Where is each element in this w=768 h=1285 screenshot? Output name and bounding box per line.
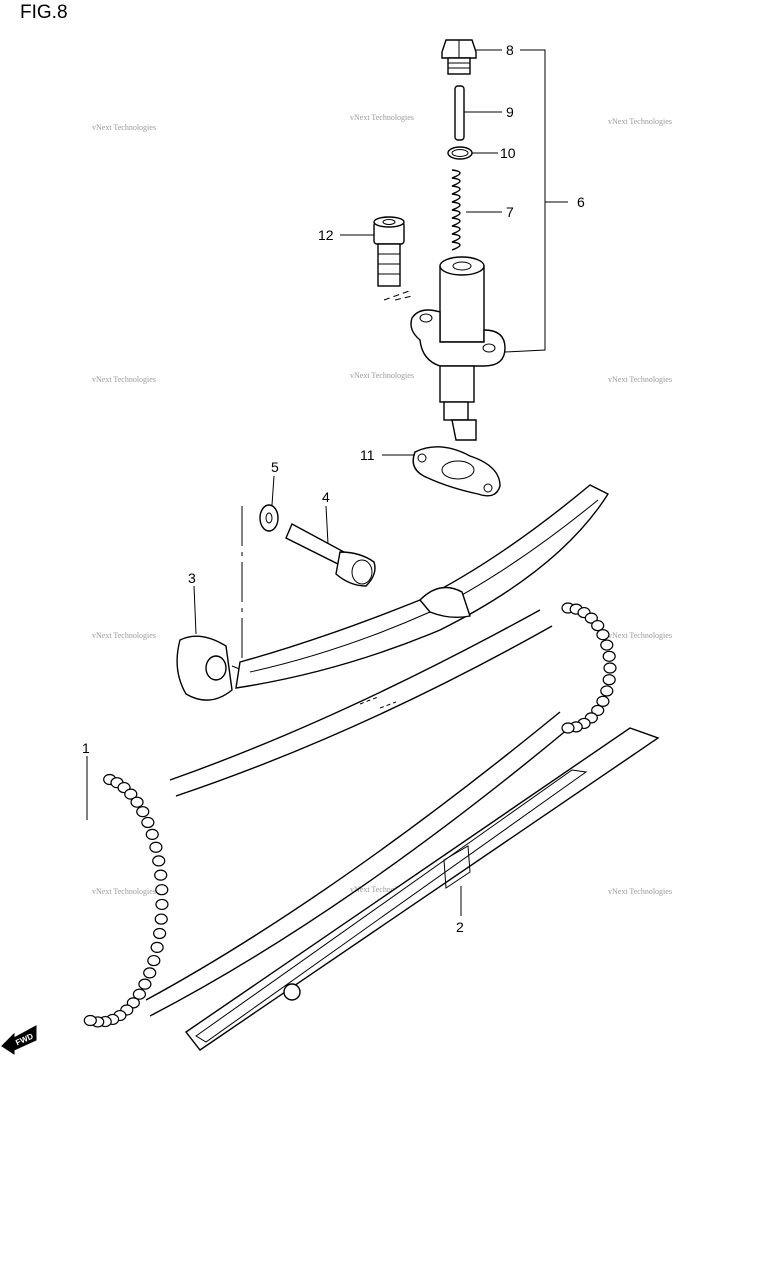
watermark: vNext Technologies (92, 631, 156, 640)
chain-links-left (83, 773, 169, 1028)
watermark: vNext Technologies (608, 887, 672, 896)
watermark: vNext Technologies (350, 885, 414, 894)
callout-11: 11 (360, 447, 375, 463)
part-12-bolt (373, 216, 405, 287)
chain-link (149, 841, 163, 853)
callout-4: 4 (322, 489, 330, 505)
watermark: vNext Technologies (608, 631, 672, 640)
watermark: vNext Technologies (92, 887, 156, 896)
part-11-gasket (412, 446, 501, 497)
figure-title: FIG.8 (20, 2, 68, 23)
callout-12: 12 (318, 227, 334, 243)
watermark: vNext Technologies (608, 117, 672, 126)
chain-link (143, 967, 157, 979)
part-8-tensioner-cap-bolt (441, 39, 477, 75)
chain-link (584, 612, 598, 624)
chain-link (132, 988, 147, 1000)
chain-link (147, 954, 161, 967)
chain-link (154, 913, 168, 925)
chain-link (141, 816, 155, 829)
callout-6: 6 (577, 194, 585, 210)
part-7-spring (451, 169, 461, 251)
chain-link (602, 674, 616, 686)
part-1-cam-chain (83, 602, 617, 1028)
callout-9: 9 (506, 104, 514, 120)
chain-link (145, 828, 159, 840)
part-9-pushrod (454, 85, 465, 141)
part-3-chain-tensioner-guide (176, 484, 610, 701)
part-4-pivot-bolt (285, 523, 376, 587)
watermark: vNext Technologies (92, 123, 156, 132)
part-5-washer (259, 504, 279, 532)
fwd-arrow-icon: FWD (1, 1025, 37, 1055)
part-2-chain-guide (184, 727, 660, 1051)
watermark: vNext Technologies (350, 371, 414, 380)
callout-labels: 1 2 3 4 5 6 7 8 9 10 11 12 (82, 42, 585, 935)
callout-7: 7 (506, 204, 514, 220)
callout-5: 5 (271, 459, 279, 475)
chain-link (591, 619, 605, 632)
chain-link (124, 788, 138, 800)
chain-link (83, 1014, 97, 1027)
chain-link (152, 855, 166, 867)
chain-link (153, 927, 167, 940)
chain-link (600, 639, 614, 651)
chain-link (600, 685, 614, 697)
chain-links-right (561, 602, 617, 734)
chain-link (138, 978, 152, 990)
callout-2: 2 (456, 919, 464, 935)
chain-link (154, 869, 168, 881)
chain-link (561, 722, 575, 734)
chain-link (155, 884, 169, 896)
callout-1: 1 (82, 740, 90, 756)
leader-lines (86, 49, 568, 916)
part-6-tensioner-assembly (410, 256, 506, 441)
chain-link (150, 941, 164, 953)
chain-link (603, 662, 617, 674)
chain-link (136, 806, 150, 818)
watermark: vNext Technologies (92, 375, 156, 384)
chain-link (596, 695, 610, 707)
callout-10: 10 (500, 145, 516, 161)
chain-link (130, 796, 144, 808)
chain-link (602, 650, 616, 662)
watermark: vNext Technologies (608, 375, 672, 384)
chain-link (591, 704, 605, 717)
callout-3: 3 (188, 570, 196, 586)
callout-8: 8 (506, 42, 514, 58)
watermark: vNext Technologies (350, 113, 414, 122)
chain-link (596, 629, 610, 641)
chain-link (155, 898, 169, 911)
